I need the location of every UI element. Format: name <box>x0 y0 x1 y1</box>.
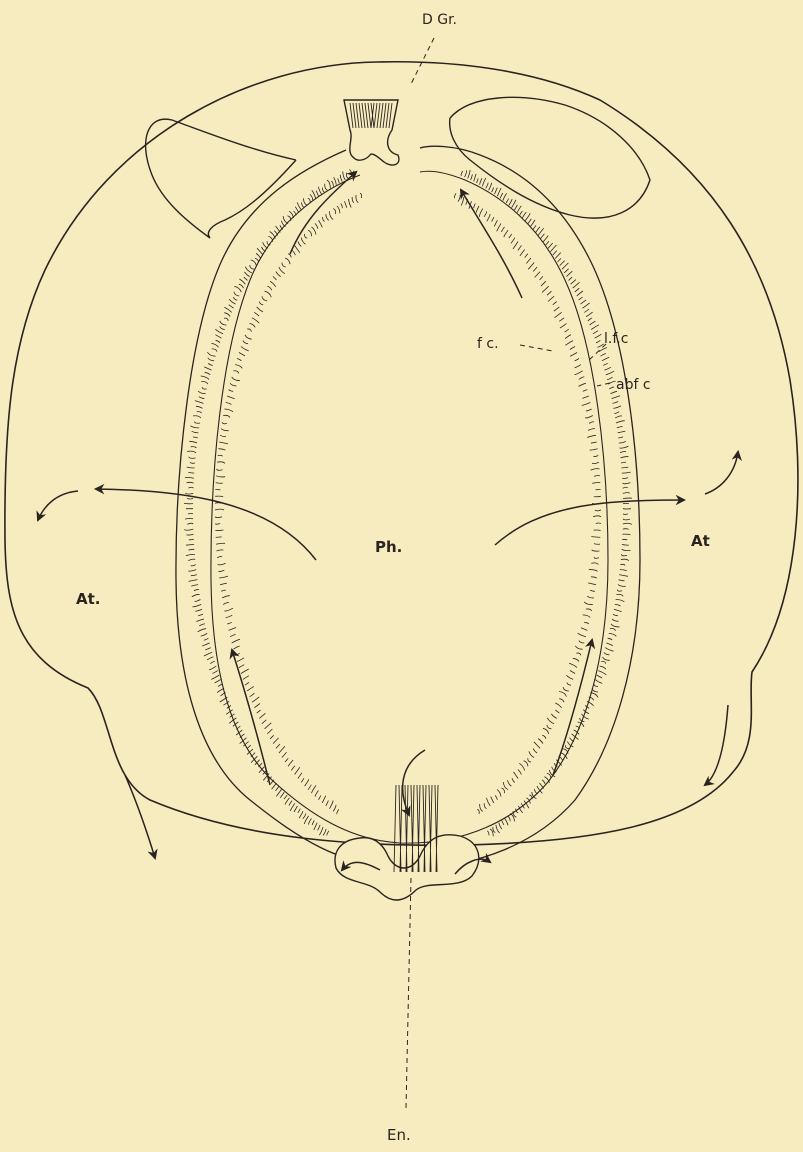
arrow-atrium-left-top <box>38 491 78 520</box>
atrial-lobe-left <box>146 119 296 238</box>
cilia-ticks <box>215 193 362 814</box>
label-atrium-right: At <box>691 532 710 550</box>
label-endostyle: En. <box>387 1126 411 1144</box>
arrow-atrium-right-top <box>705 452 738 494</box>
endostyle-structure <box>335 785 479 900</box>
dorsal-groove <box>344 100 399 165</box>
flow-arrows <box>38 172 738 874</box>
arrow-atrium-left-bottom <box>125 775 155 858</box>
cilia-band-left <box>184 169 362 835</box>
arrow-upper-left <box>290 172 356 254</box>
arrow-ph-left <box>96 489 316 560</box>
arrow-right-wall <box>553 640 592 775</box>
pharynx-inner-wall <box>211 171 608 843</box>
outer-body-wall <box>5 62 798 846</box>
cilia-ticks <box>454 193 601 814</box>
label-lateral-frontal-cilia: l.f.c <box>604 331 628 347</box>
pharynx-outer-wall <box>176 146 640 868</box>
leader-lines <box>406 38 610 1108</box>
label-dorsal-groove: D Gr. <box>422 12 457 28</box>
cilia-ticks <box>184 169 355 835</box>
label-pharynx: Ph. <box>375 538 402 556</box>
arrow-left-wall <box>232 650 270 785</box>
label-abfrontal-cilia: abf c <box>616 377 651 393</box>
label-frontal-cilia: f c. <box>477 336 499 352</box>
label-atrium-left: At. <box>76 590 100 608</box>
arrow-atrium-right-bottom <box>705 705 728 785</box>
arrow-ph-right <box>495 500 684 545</box>
atrial-lobe-right <box>450 97 650 218</box>
